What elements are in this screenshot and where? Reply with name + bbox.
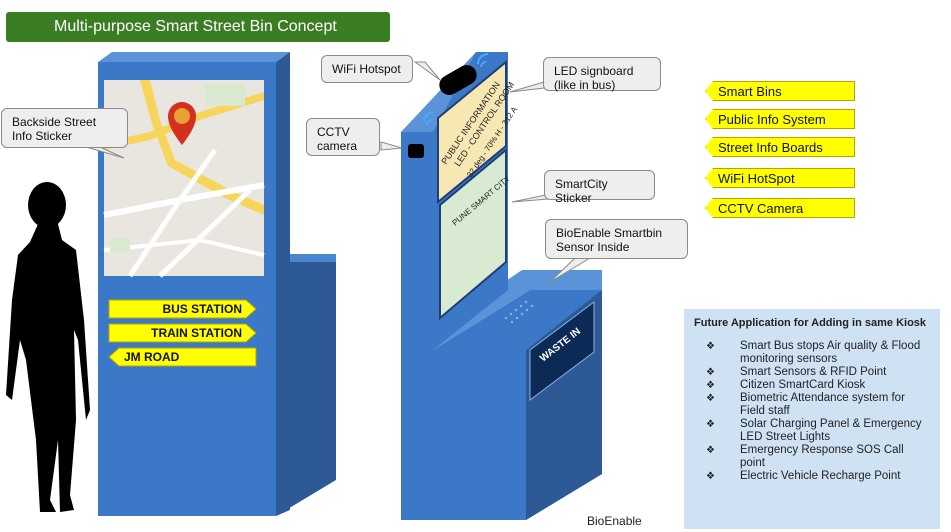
feature-cctv: CCTV Camera — [705, 198, 855, 218]
callout-backside-sticker: Backside Street Info Sticker — [1, 108, 128, 148]
callout-led-signboard: LED signboard (like in bus) — [543, 57, 661, 92]
feature-street-info: Street Info Boards — [705, 137, 855, 157]
future-applications-panel: Future Application for Adding in same Ki… — [684, 309, 940, 529]
callout-sensor: BioEnable Smartbin Sensor Inside — [545, 219, 688, 259]
callout-pointers — [85, 61, 592, 283]
future-heading: Future Application for Adding in same Ki… — [694, 317, 927, 329]
wifi-icon — [423, 111, 435, 126]
feature-public-info: Public Info System — [705, 109, 855, 129]
street-map — [103, 80, 265, 278]
list-item: ❖Solar Charging Panel & Emergency LED St… — [706, 418, 922, 443]
sign-train-station: TRAIN STATION — [151, 326, 242, 340]
sign-jm-road: JM ROAD — [124, 350, 180, 364]
list-item: ❖Biometric Attendance system for Field s… — [706, 392, 905, 417]
list-item: ❖Smart Bus stops Air quality & Flood mon… — [706, 340, 921, 365]
page-title: Multi-purpose Smart Street Bin Concept — [6, 12, 390, 42]
wifi-icon — [477, 53, 489, 68]
callout-cctv: CCTV camera — [306, 118, 380, 156]
feature-smart-bins: Smart Bins — [705, 81, 855, 101]
callout-smartcity-sticker: SmartCity Sticker — [544, 170, 655, 205]
list-item: ❖Smart Sensors & RFID Point — [706, 366, 887, 378]
person-silhouette — [6, 182, 90, 512]
feature-wifi: WiFi HotSpot — [705, 168, 855, 188]
right-kiosk — [401, 52, 602, 520]
future-list: ❖Smart Bus stops Air quality & Flood mon… — [694, 340, 930, 483]
list-item: ❖Electric Vehicle Recharge Point — [706, 470, 901, 482]
footer-brand: BioEnable — [587, 514, 642, 528]
list-item: ❖Emergency Response SOS Call point — [706, 444, 904, 469]
direction-signs — [108, 299, 257, 367]
sign-bus-station: BUS STATION — [162, 302, 242, 316]
callout-wifi-hotspot: WiFi Hotspot — [321, 55, 413, 83]
list-item: ❖Citizen SmartCard Kiosk — [706, 379, 866, 391]
